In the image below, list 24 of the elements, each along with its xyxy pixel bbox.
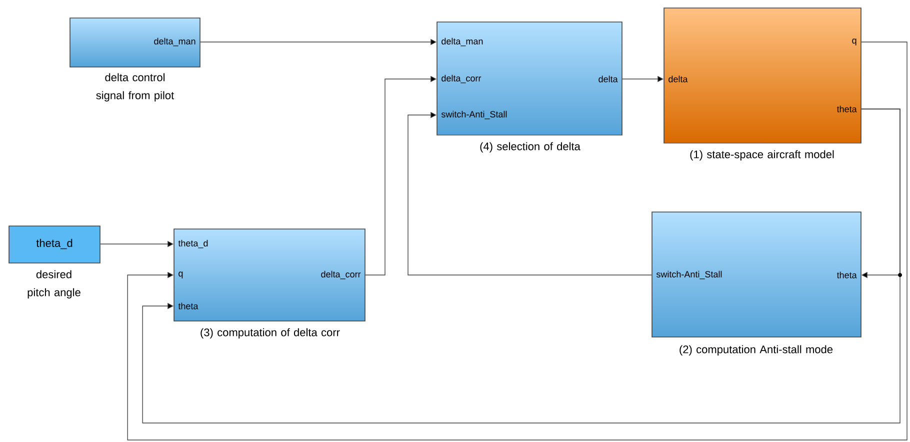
signal-arrow bbox=[408, 112, 652, 276]
port-label: delta_man bbox=[442, 38, 483, 46]
port-label: theta bbox=[836, 272, 857, 278]
port-label: q bbox=[178, 272, 183, 278]
port-label: switch-Anti_Stall bbox=[441, 110, 507, 120]
port-label: theta bbox=[836, 106, 857, 112]
port-label: theta_d bbox=[178, 240, 208, 248]
port-label: theta bbox=[178, 302, 198, 310]
port-label: delta_corr bbox=[321, 270, 361, 280]
port-label: q bbox=[852, 38, 856, 46]
block-caption: desired pitch angle bbox=[28, 270, 80, 298]
block-caption: (1) state-space aircraft model bbox=[690, 150, 834, 160]
block-caption: delta control signal from pilot bbox=[96, 73, 174, 102]
port-label: theta_d bbox=[36, 238, 72, 250]
signal-arrow bbox=[142, 108, 900, 424]
block-caption: (4) selection of delta bbox=[480, 142, 580, 152]
block-caption: (2) computation Anti-stall mode bbox=[680, 345, 833, 356]
port-label: delta_man bbox=[154, 38, 196, 46]
port-label: delta bbox=[668, 76, 688, 82]
port-label: delta bbox=[598, 76, 618, 82]
block-caption: (3) computation of delta corr bbox=[200, 328, 340, 338]
signal-arrow bbox=[127, 42, 908, 440]
port-label: delta_corr bbox=[442, 74, 482, 84]
port-label: switch-Anti_Stall bbox=[656, 270, 722, 280]
